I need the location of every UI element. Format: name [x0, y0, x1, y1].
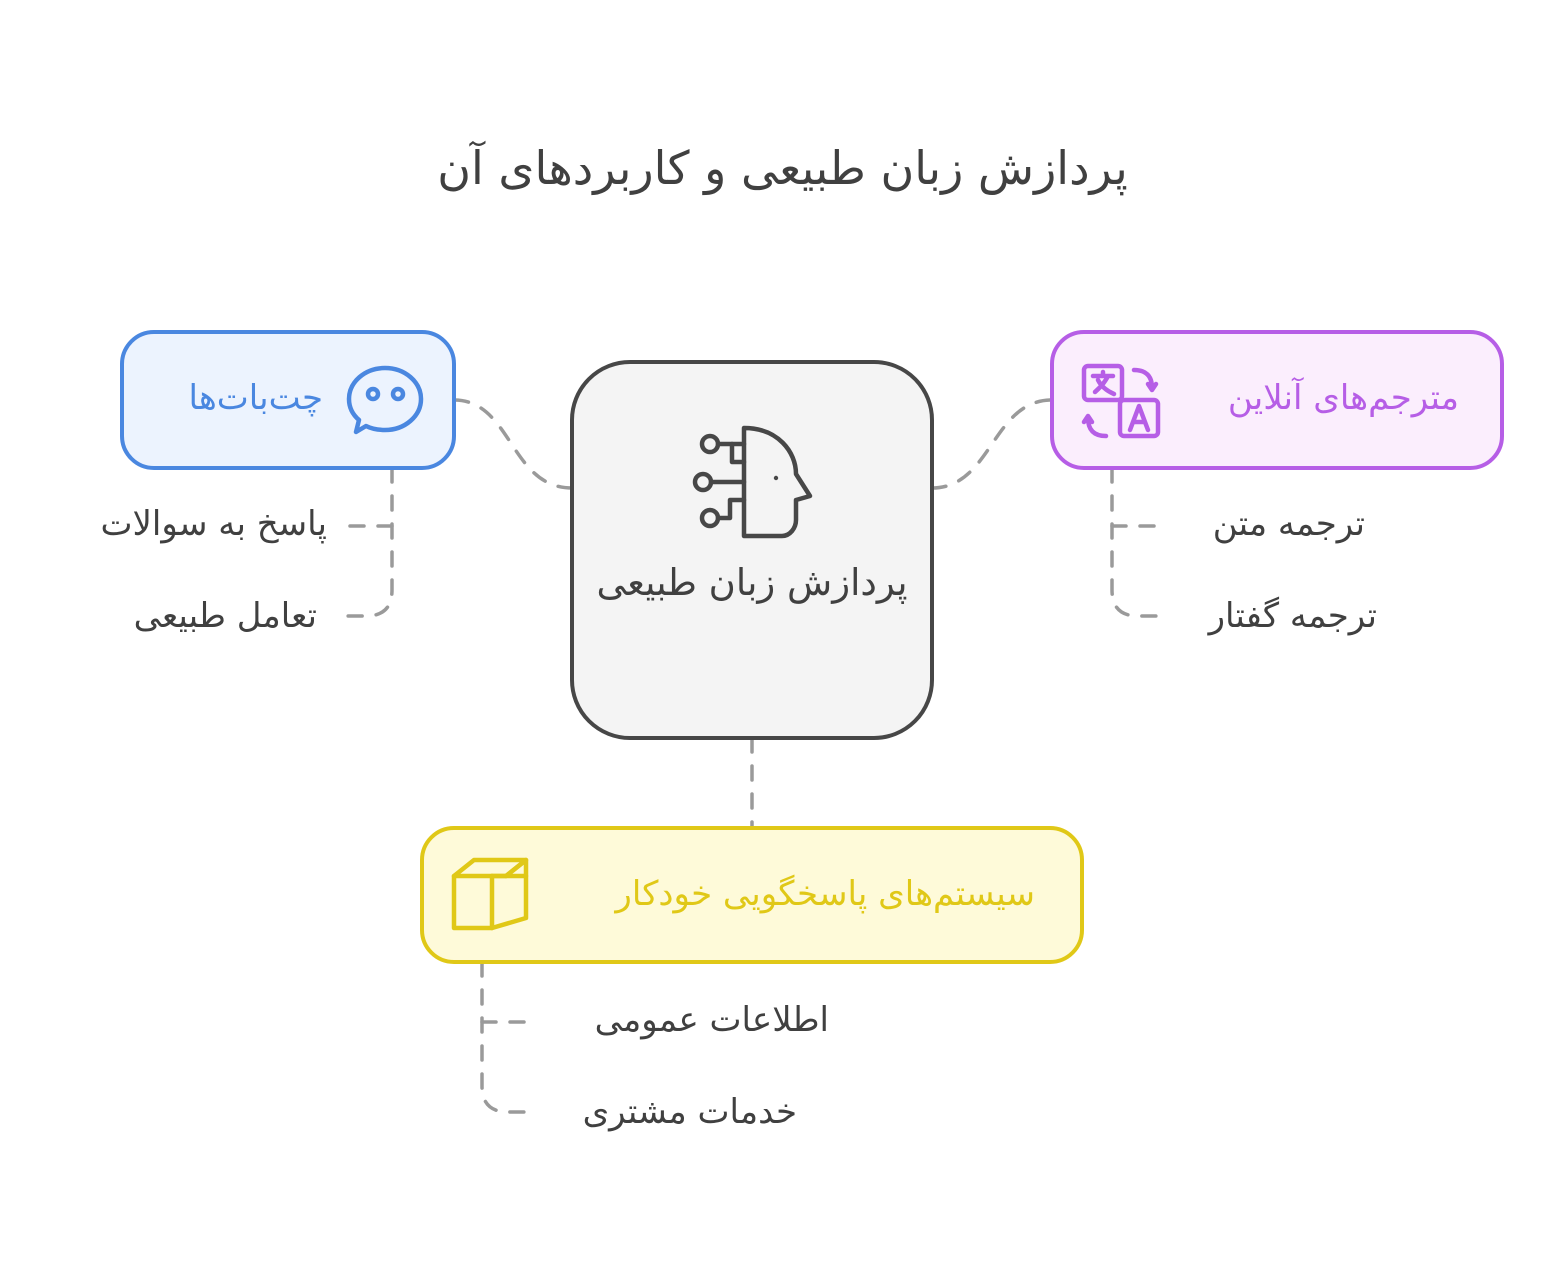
translators-child-text-translation: ترجمه متن: [1212, 504, 1365, 544]
translators-child-speech-translation: ترجمه گفتار: [1208, 596, 1377, 636]
translators-node: [1050, 330, 1504, 470]
translate-icon: [1081, 363, 1161, 439]
box-icon: [451, 857, 529, 931]
auto-response-label: سیستم‌های پاسخگویی خودکار: [615, 874, 1035, 914]
connector-translators-trunk: [1110, 466, 1162, 618]
center-label: پردازش زبان طبیعی: [596, 561, 908, 604]
chat-bubble-icon: [346, 365, 424, 435]
connector-center-translators: [930, 398, 1054, 490]
chatbots-child-answer-questions: پاسخ به سوالات: [100, 504, 327, 544]
auto-response-child-general-info: اطلاعات عمومی: [594, 1000, 829, 1040]
center-box: [570, 360, 934, 740]
diagram-title: پردازش زبان طبیعی و کاربردهای آن: [437, 141, 1128, 195]
chatbots-node: [120, 330, 456, 470]
auto-response-node: [420, 826, 1084, 964]
connector-auto-response-trunk: [480, 960, 530, 1114]
auto-response-child-customer-service: خدمات مشتری: [582, 1092, 797, 1132]
translators-label: مترجم‌های آنلاین: [1227, 378, 1459, 418]
chatbots-label: چت‌بات‌ها: [188, 378, 323, 418]
connector-chatbots-trunk: [343, 466, 394, 618]
ai-head-icon: [692, 425, 813, 539]
connector-center-chatbots: [452, 398, 574, 490]
chatbots-child-natural-interaction: تعامل طبیعی: [133, 596, 317, 636]
